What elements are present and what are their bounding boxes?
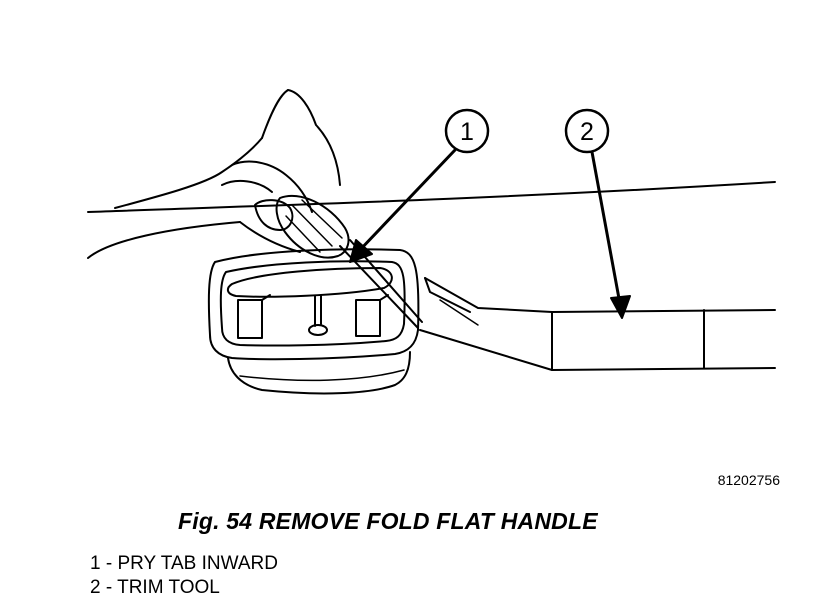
- callout-1-number: 1: [460, 118, 474, 146]
- legend-item-2: 2 - TRIM TOOL: [90, 577, 220, 598]
- trim-tool-drawing: [419, 277, 776, 371]
- callout-1-circle: [444, 108, 490, 154]
- callout-1-arrowhead: [349, 239, 373, 263]
- tool-grip: [275, 194, 350, 259]
- seat-surface-line: [87, 181, 776, 213]
- callout-2: 2: [564, 108, 631, 319]
- callout-2-leader: [590, 150, 622, 306]
- legend-item-1: 1 - PRY TAB INWARD: [90, 553, 278, 574]
- callout-2-arrowhead: [610, 295, 631, 319]
- callout-1: 1: [349, 108, 490, 263]
- hand-drawing: [87, 89, 341, 259]
- callout-legend: 1 - PRY TAB INWARD 2 - TRIM TOOL: [90, 552, 278, 600]
- handle-bezel: [207, 248, 420, 395]
- figure-caption: Fig. 54 REMOVE FOLD FLAT HANDLE: [178, 508, 598, 534]
- handle-removal-illustration: 1 2: [87, 89, 776, 395]
- figure-id: 81202756: [717, 472, 780, 488]
- callout-2-number: 2: [580, 118, 594, 146]
- callout-1-leader: [356, 148, 457, 254]
- callout-2-circle: [564, 108, 610, 154]
